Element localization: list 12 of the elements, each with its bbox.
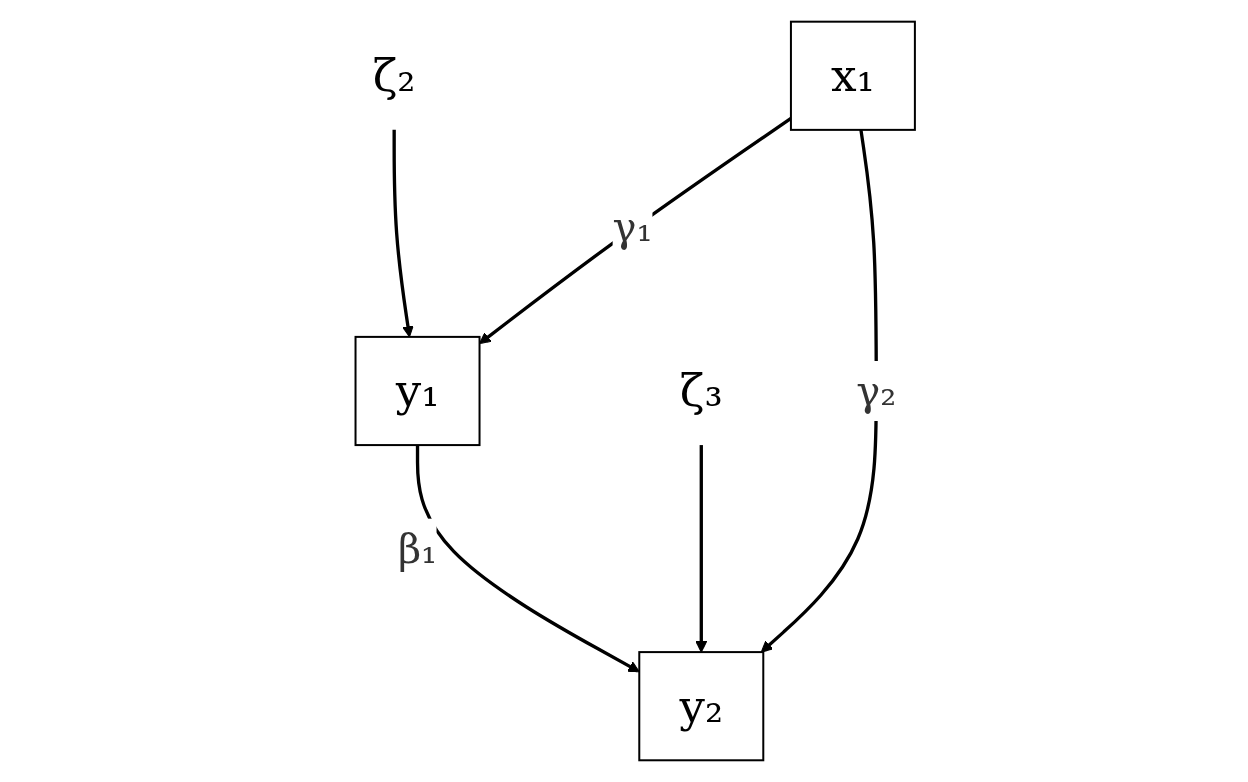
node-box: y₁ [354,335,481,447]
arrow [695,445,708,653]
arrow [761,129,879,653]
node-text: ζ₃ [680,363,723,418]
node-box: y₂ [638,651,765,762]
edge-label: β₁ [398,525,438,572]
arrow [392,129,414,338]
edge-label: γ₁ [612,203,653,251]
node-text: ζ₂ [372,48,416,102]
node-box: x₁ [790,20,917,131]
edge-label: γ₂ [856,367,897,415]
arrow [416,445,640,673]
